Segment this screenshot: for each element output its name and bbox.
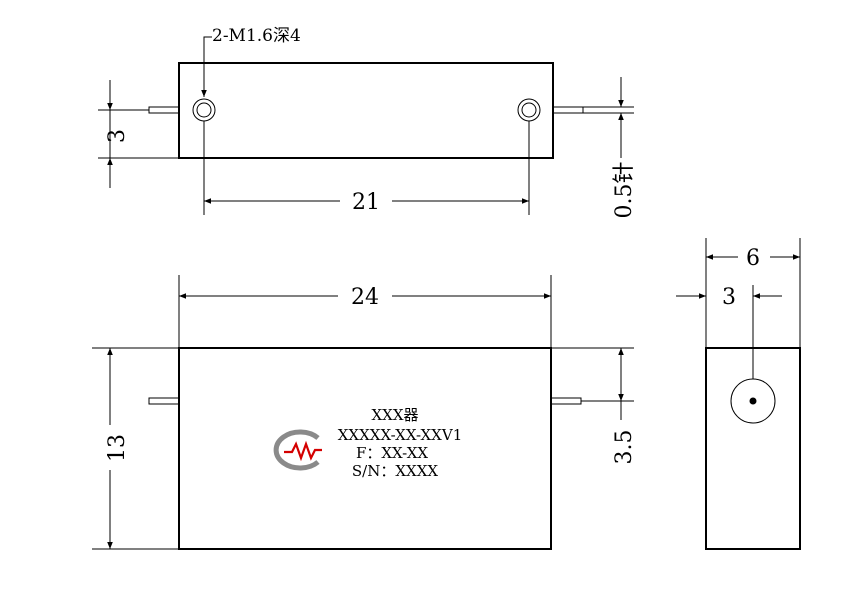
label-model: XXXXX-XX-XXV1 [338, 426, 462, 444]
label-frequency: F：XX-XX [356, 444, 428, 462]
product-label: XXX器 XXXXX-XX-XXV1 F：XX-XX S/N：XXXX [338, 406, 462, 480]
dim-top-height: 3 [98, 80, 179, 188]
dim-side-offset: 3 [676, 285, 782, 379]
thread-callout-text: 2-M1.6深4 [212, 26, 301, 46]
side-view-pin-end [749, 397, 757, 405]
thread-callout: 2-M1.6深4 [201, 26, 301, 97]
front-view-pin-left [148, 397, 180, 405]
label-name: XXX器 [371, 406, 418, 424]
label-serial: S/N：XXXX [352, 462, 438, 480]
side-view: 6 3 [676, 238, 801, 550]
front-view-pin-right [550, 397, 582, 405]
dim-front-width-text: 24 [351, 285, 379, 310]
front-view-body [178, 347, 552, 550]
top-view-pin-left [148, 106, 180, 114]
mounting-hole-left [192, 98, 216, 122]
dim-front-height-text: 13 [105, 434, 130, 462]
mounting-hole-right [517, 98, 541, 122]
dim-side-depth: 6 [705, 238, 801, 348]
dim-hole-spacing: 21 [203, 121, 530, 215]
top-view-body [178, 62, 554, 159]
dim-pin-text: 0.5针 [612, 162, 637, 219]
dim-hole-spacing-text: 21 [352, 190, 380, 215]
dim-pin-height-text: 3.5 [612, 430, 637, 465]
dim-pin: 0.5针 [583, 77, 637, 219]
dim-front-height: 13 [92, 347, 179, 550]
dim-pin-height: 3.5 [551, 347, 637, 465]
dim-side-depth-text: 6 [746, 246, 760, 271]
top-view: 2-M1.6深4 3 21 0.5针 [98, 26, 637, 219]
dim-top-height-text: 3 [105, 129, 130, 143]
dim-side-offset-text: 3 [722, 285, 736, 310]
front-view: 24 13 3.5 XXX器 XXXXX-XX-XXV1 F：XX-XX [92, 275, 637, 550]
top-view-pin-right [552, 106, 584, 114]
dim-front-width: 24 [178, 275, 552, 348]
brand-logo [273, 429, 322, 471]
